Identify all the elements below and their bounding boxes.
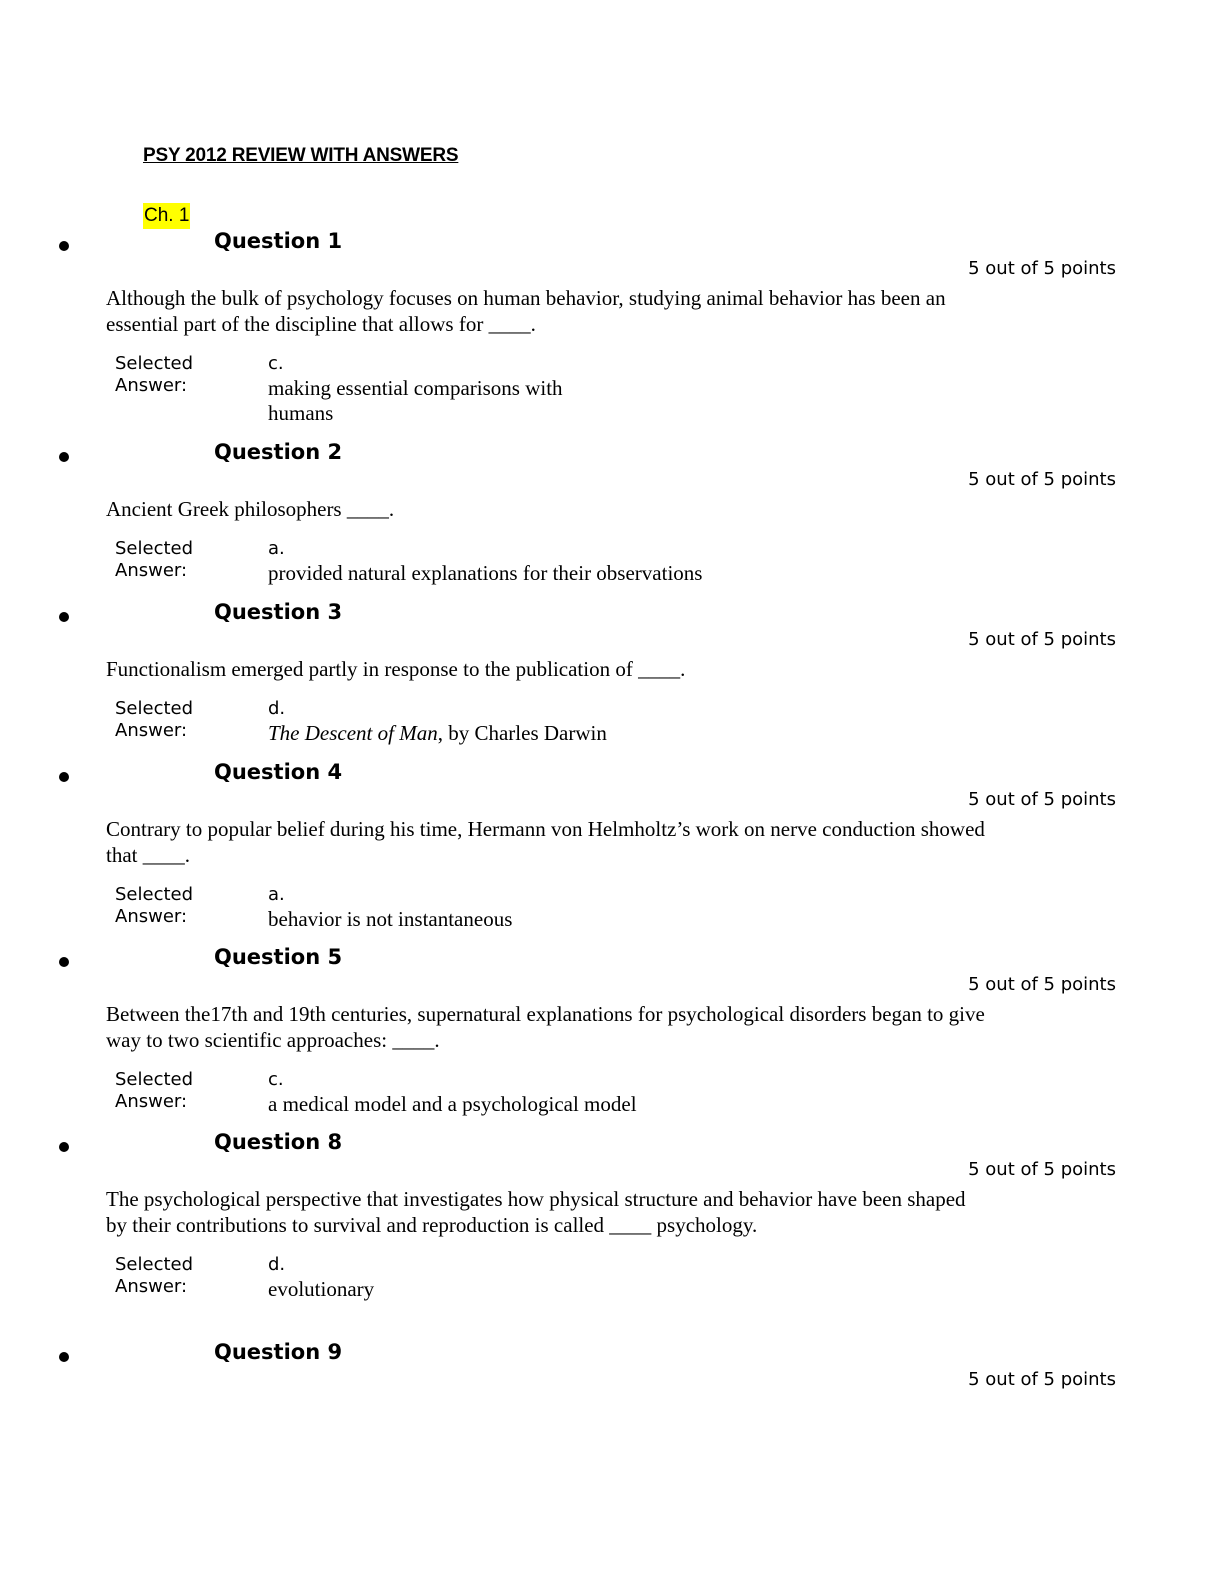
question-points: 5 out of 5 points [968,789,1116,810]
answer-letter: c. [268,353,284,374]
question-heading: Question 3 [214,600,343,624]
question-heading: Question 5 [214,945,343,969]
selected-answer-label: Selected Answer: [115,1069,194,1112]
bullet-icon [59,241,69,251]
question-heading: Question 1 [214,229,343,253]
question-text: Functionalism emerged partly in response… [106,657,686,681]
question-text: Between the17th and 19th centuries, supe… [106,1002,985,1052]
selected-answer-label: Selected Answer: [115,698,194,741]
selected-answer-label: Selected Answer: [115,1254,194,1297]
answer-letter: a. [268,884,285,905]
bullet-icon [59,612,69,622]
answer-text: The Descent of Man, by Charles Darwin [268,721,968,746]
question-points: 5 out of 5 points [968,469,1116,490]
selected-answer-label: Selected Answer: [115,884,194,927]
page-title: PSY 2012 REVIEW WITH ANSWERS [143,145,459,166]
question-text: Ancient Greek philosophers ____. [106,497,395,521]
bullet-icon [59,452,69,462]
answer-letter: a. [268,538,285,559]
bullet-icon [59,1352,69,1362]
question-points: 5 out of 5 points [968,629,1116,650]
question-heading: Question 8 [214,1130,343,1154]
answer-letter: d. [268,1254,286,1275]
answer-text: a medical model and a psychological mode… [268,1092,637,1116]
question-heading: Question 9 [214,1340,343,1364]
bullet-icon [59,1142,69,1152]
selected-answer-label: Selected Answer: [115,538,194,581]
question-heading: Question 4 [214,760,343,784]
question-points: 5 out of 5 points [968,1159,1116,1180]
question-points: 5 out of 5 points [968,258,1116,279]
answer-text: provided natural explanations for their … [268,561,703,585]
question-points: 5 out of 5 points [968,1369,1116,1390]
selected-answer-label: Selected Answer: [115,353,194,396]
chapter-label: Ch. 1 [143,203,191,229]
answer-text: evolutionary [268,1277,375,1301]
question-text: Contrary to popular belief during his ti… [106,817,985,867]
question-points: 5 out of 5 points [968,974,1116,995]
answer-letter: c. [268,1069,284,1090]
answer-letter: d. [268,698,286,719]
bullet-icon [59,957,69,967]
answer-text: behavior is not instantaneous [268,907,513,931]
question-text: Although the bulk of psychology focuses … [106,286,946,336]
answer-text: making essential comparisons with humans [268,376,563,425]
book-title: The Descent of Man [268,721,438,745]
bullet-icon [59,772,69,782]
question-heading: Question 2 [214,440,343,464]
question-text: The psychological perspective that inves… [106,1187,966,1237]
book-author: , by Charles Darwin [437,721,607,745]
